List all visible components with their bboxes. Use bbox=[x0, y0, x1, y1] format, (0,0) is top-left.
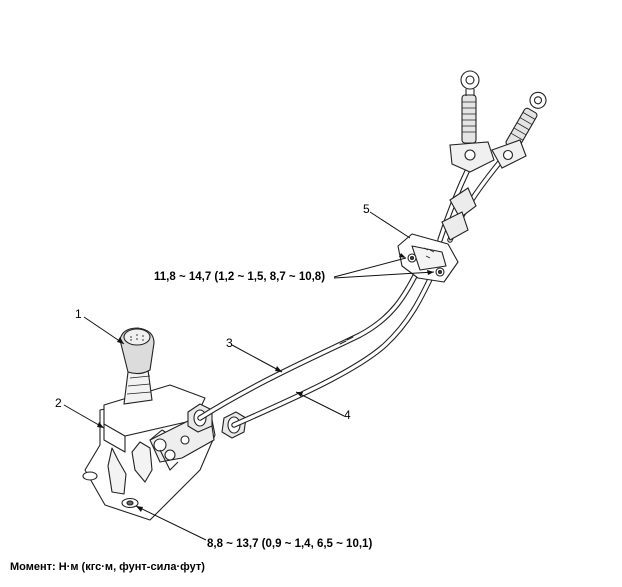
callout-2: 2 bbox=[55, 396, 62, 410]
cable-grommets bbox=[441, 187, 477, 241]
shift-cables bbox=[197, 147, 513, 428]
callout-1: 1 bbox=[75, 307, 82, 321]
leader-lines bbox=[63, 211, 435, 541]
torque-units-caption: Момент: Н·м (кгс·м, фунт-сила·фут) bbox=[10, 561, 205, 573]
transmission-cable-ends bbox=[449, 70, 547, 173]
leader-arrowheads bbox=[97, 253, 434, 512]
shift-knob bbox=[119, 327, 155, 405]
callout-5: 5 bbox=[363, 202, 370, 216]
cable-bracket bbox=[397, 233, 459, 283]
shift-lever-housing bbox=[82, 384, 247, 521]
torque-spec-base: 8,8 ~ 13,7 (0,9 ~ 1,4, 6,5 ~ 10,1) bbox=[207, 538, 373, 550]
callout-3: 3 bbox=[226, 336, 233, 350]
callout-4: 4 bbox=[344, 408, 351, 422]
torque-spec-bracket: 11,8 ~ 14,7 (1,2 ~ 1,5, 8,7 ~ 10,8) bbox=[154, 271, 326, 283]
